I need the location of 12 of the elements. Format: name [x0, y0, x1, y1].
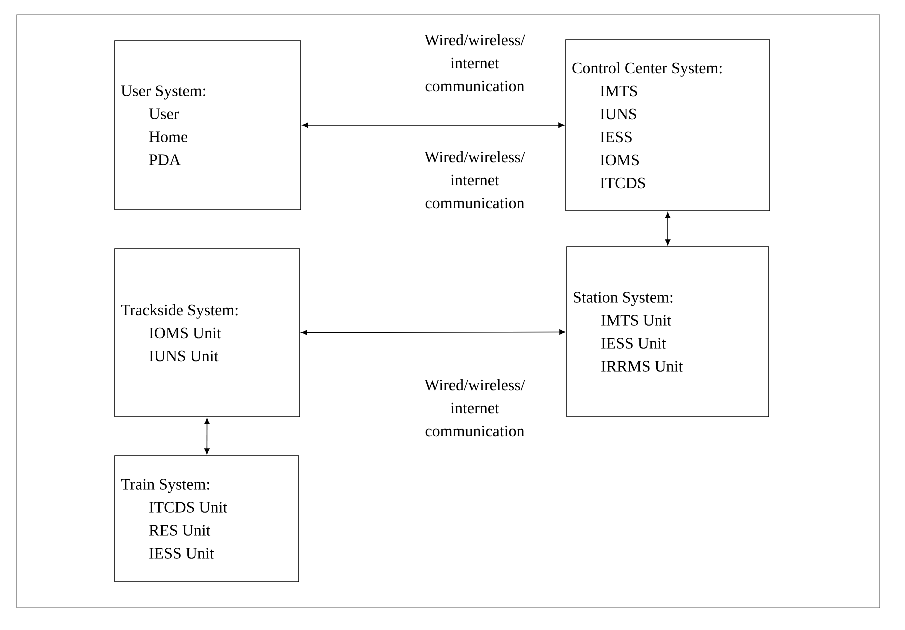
- communication-label: Wired/wireless/ internet communication: [424, 379, 526, 437]
- arrow: [665, 212, 671, 246]
- arrow: [204, 418, 210, 455]
- system-box: Station System: IMTS Unit IESS Unit IRRMS Unit: [566, 246, 770, 418]
- system-box: Trackside System: IOMS Unit IUNS Unit: [114, 248, 300, 418]
- arrow: [301, 330, 566, 336]
- system-box: Control Center System: IMTS IUNS IESS IOMS ITCDS: [566, 40, 770, 212]
- system-box: Train System: ITCDS Unit RES Unit IESS Unit: [114, 456, 300, 582]
- communication-label: Wired/wireless/ internet communication: [424, 151, 526, 209]
- communication-label: Wired/wireless/ internet communication: [424, 34, 526, 92]
- system-box: User System: User Home PDA: [114, 40, 302, 210]
- arrow: [302, 122, 565, 128]
